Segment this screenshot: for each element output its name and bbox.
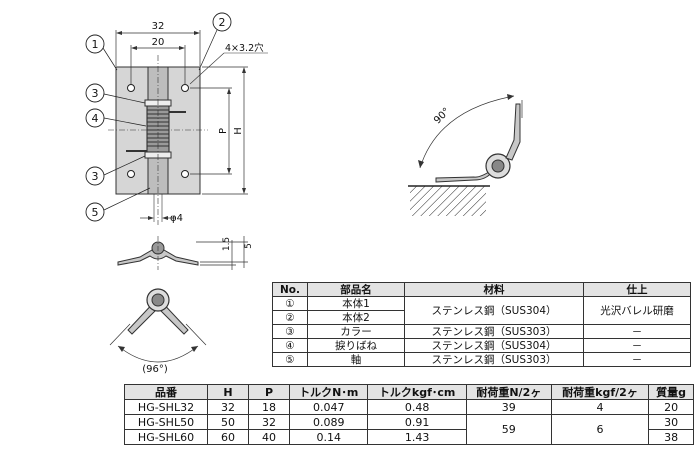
dim-thickness-2: 5 (244, 243, 254, 249)
cell-mass: 30 (648, 414, 694, 430)
callout-3: 3 (92, 87, 99, 100)
hinge-closed-view (109, 288, 207, 363)
col-header-part: 部品名 (307, 282, 405, 297)
cell-h: 60 (207, 429, 249, 445)
cell-h: 32 (207, 399, 249, 415)
col-header-torque-kgf: トルクkgf･cm (367, 384, 467, 400)
cell-finish: － (583, 352, 691, 367)
cell-mass: 20 (648, 399, 694, 415)
hinge-open-view (408, 94, 523, 216)
dim-width-inner: 20 (152, 37, 165, 48)
cell-p: 18 (248, 399, 290, 415)
cell-torque-nm: 0.089 (288, 414, 369, 430)
mount-hole (181, 84, 189, 92)
dim-width-outer: 32 (152, 21, 165, 32)
table-row: ② 本体2 (272, 310, 691, 325)
cell-no: ④ (272, 338, 308, 353)
cell-part: 本体2 (307, 310, 405, 325)
callout-4: 4 (92, 112, 99, 125)
cell-no: ③ (272, 324, 308, 339)
cell-finish: － (583, 338, 691, 353)
cell-code: HG-SHL60 (124, 429, 208, 445)
table-row: ① 本体1 ステンレス鋼（SUS304） 光沢バレル研磨 (272, 296, 691, 325)
table-row: HG-SHL32 32 18 0.047 0.48 39 4 20 (124, 399, 694, 415)
cell-part: 軸 (307, 352, 405, 367)
materials-table: No. 部品名 材料 仕上 ① 本体1 ステンレス鋼（SUS304） 光沢バレル… (272, 282, 691, 367)
table-row: ⑤ 軸 ステンレス鋼（SUS303） － (272, 352, 691, 367)
table-row: HG-SHL50 50 32 0.089 0.91 59 6 30 (124, 414, 694, 445)
col-header-torque-nm: トルクN･m (288, 384, 369, 400)
cell-no: ① (272, 296, 308, 311)
cell-finish: － (583, 324, 691, 339)
col-header-mass: 質量g (648, 384, 694, 400)
cell-torque-kgf: 1.43 (367, 429, 467, 445)
cell-code: HG-SHL32 (124, 399, 208, 415)
cell-p: 32 (248, 414, 290, 430)
cell-part: カラー (307, 324, 405, 339)
cell-no: ② (272, 310, 308, 325)
dim-pin-diameter: φ4 (170, 213, 183, 224)
cell-h: 50 (207, 414, 249, 430)
cell-code: HG-SHL50 (124, 414, 208, 430)
mount-hole (181, 170, 189, 178)
table-row: ④ 捩りばね ステンレス鋼（SUS304） － (272, 338, 691, 353)
callout-5: 5 (92, 206, 99, 219)
cell-finish: 光沢バレル研磨 (583, 296, 691, 325)
cell-torque-kgf: 0.91 (367, 414, 467, 430)
cell-part: 捩りばね (307, 338, 405, 353)
mount-hole (127, 84, 135, 92)
cell-load-n: 39 (465, 399, 552, 415)
col-header-load-n: 耐荷重N/2ヶ (465, 384, 552, 400)
cell-torque-nm: 0.047 (288, 399, 369, 415)
specifications-table: 品番 H P トルクN･m トルクkgf･cm 耐荷重N/2ヶ 耐荷重kgf/2… (124, 384, 694, 445)
cell-no: ⑤ (272, 352, 308, 367)
angle-closed-label: (96°) (142, 364, 168, 375)
cell-material: ステンレス鋼（SUS304） (404, 338, 584, 353)
cell-material: ステンレス鋼（SUS303） (404, 324, 584, 339)
col-header-load-kgf: 耐荷重kgf/2ヶ (550, 384, 650, 400)
table-header-row: No. 部品名 材料 仕上 (272, 282, 691, 297)
cell-mass: 38 (648, 429, 694, 445)
mount-hole (127, 170, 135, 178)
mounting-surface-hatch (410, 186, 486, 216)
callout-1: 1 (92, 38, 99, 51)
callout-2: 2 (219, 16, 226, 29)
cell-load-kgf: 4 (550, 399, 650, 415)
dim-thickness-1: 1.5 (222, 237, 232, 251)
cell-material: ステンレス鋼（SUS304） (404, 296, 584, 325)
callout-3b: 3 (92, 170, 99, 183)
hinge-front-view (108, 55, 208, 225)
col-header-no: No. (272, 282, 308, 297)
table-row: HG-SHL60 60 40 0.14 1.43 38 (124, 429, 694, 445)
dim-height-label: H (233, 127, 244, 135)
col-header-h: H (207, 384, 249, 400)
cell-load-n: 59 (465, 414, 552, 445)
cell-p: 40 (248, 429, 290, 445)
cell-torque-nm: 0.14 (288, 429, 369, 445)
hinge-side-view (117, 236, 199, 270)
table-header-row: 品番 H P トルクN･m トルクkgf･cm 耐荷重N/2ヶ 耐荷重kgf/2… (124, 384, 694, 400)
col-header-finish: 仕上 (583, 282, 691, 297)
cell-material: ステンレス鋼（SUS303） (404, 352, 584, 367)
col-header-code: 品番 (124, 384, 208, 400)
col-header-p: P (248, 384, 290, 400)
table-row: ③ カラー ステンレス鋼（SUS303） － (272, 324, 691, 339)
cell-part: 本体1 (307, 296, 405, 311)
dim-holes-label: 4×3.2穴 (225, 42, 264, 54)
col-header-material: 材料 (404, 282, 584, 297)
cell-torque-kgf: 0.48 (367, 399, 467, 415)
dim-pitch-label: P (218, 128, 229, 134)
dimension-lines (115, 30, 248, 219)
cell-load-kgf: 6 (550, 414, 650, 445)
